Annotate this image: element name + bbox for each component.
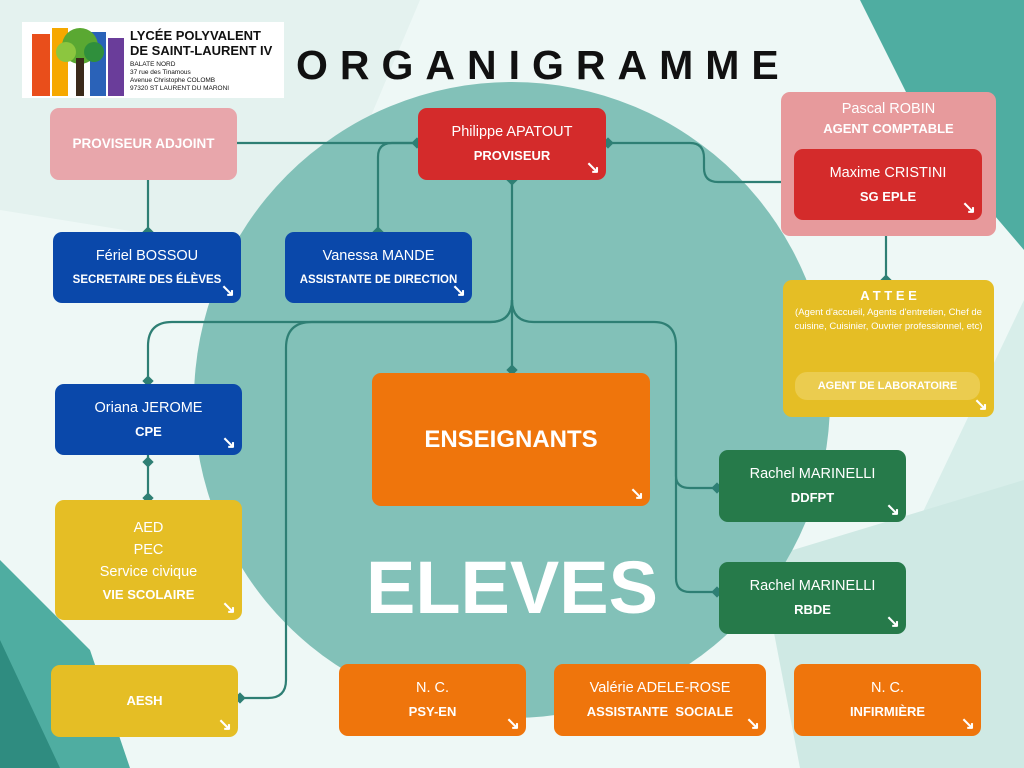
school-address: BALATE NORD 37 rue des Tinamous Avenue C… <box>130 61 229 93</box>
arrow-down-right-icon: ↘ <box>885 612 900 631</box>
node-role: AESH <box>126 693 163 708</box>
tree-logo-icon <box>32 28 124 96</box>
node-name: Oriana JEROME <box>94 399 203 416</box>
node-role: ENSEIGNANTS <box>424 425 598 453</box>
node-role: RBDE <box>794 602 831 617</box>
node-role: PSY-EN <box>408 704 457 719</box>
address-line3: Avenue Christophe COLOMB <box>130 77 216 84</box>
node-role: AGENT COMPTABLE <box>823 121 954 136</box>
arrow-down-right-icon: ↘ <box>217 715 232 734</box>
node-role: PROVISEUR ADJOINT <box>72 136 215 151</box>
node-name: Pascal ROBIN <box>841 101 936 117</box>
arrow-down-right-icon: ↘ <box>451 281 466 300</box>
node-proviseur[interactable]: Philippe APATOUT PROVISEUR ↘ <box>418 108 606 180</box>
arrow-down-right-icon: ↘ <box>629 484 644 503</box>
node-name: N. C. <box>870 680 905 696</box>
node-name: Rachel MARINELLI <box>749 578 876 594</box>
arrow-down-right-icon: ↘ <box>221 598 236 617</box>
school-name: LYCÉE POLYVALENT DE SAINT-LAURENT IV <box>130 28 272 58</box>
pill-label: AGENT DE LABORATOIRE <box>817 380 958 392</box>
node-psy-en[interactable]: N. C. PSY-EN ↘ <box>339 664 526 736</box>
arrow-down-right-icon: ↘ <box>505 714 520 733</box>
node-name: Valérie ADELE-ROSE <box>589 680 731 696</box>
arrow-down-right-icon: ↘ <box>221 433 236 452</box>
node-name: Fériel BOSSOU <box>95 247 199 264</box>
node-name: Maxime CRISTINI <box>829 164 947 181</box>
node-role: CPE <box>135 423 162 439</box>
arrow-down-right-icon: ↘ <box>585 158 600 177</box>
node-sg-eple[interactable]: Maxime CRISTINI SG EPLE ↘ <box>794 149 982 220</box>
agent-laboratoire-pill[interactable]: AGENT DE LABORATOIRE <box>795 372 980 400</box>
node-enseignants[interactable]: ENSEIGNANTS ↘ <box>372 373 650 506</box>
node-name: N. C. <box>415 680 450 696</box>
address-line4: 97320 ST LAURENT DU MARONI <box>130 85 230 92</box>
arrow-down-right-icon: ↘ <box>961 198 976 217</box>
school-logo: LYCÉE POLYVALENT DE SAINT-LAURENT IV BAL… <box>22 22 284 98</box>
node-assistante-direction[interactable]: Vanessa MANDE ASSISTANTE DE DIRECTION ↘ <box>285 232 472 303</box>
node-assistante-sociale[interactable]: Valérie ADELE-ROSE ASSISTANTE SOCIALE ↘ <box>554 664 766 736</box>
address-line2: 37 rue des Tinamous <box>130 69 191 76</box>
node-name: Rachel MARINELLI <box>749 466 876 482</box>
node-line-service-civique: Service civique <box>99 563 198 580</box>
address-line1: BALATE NORD <box>130 61 176 68</box>
node-role: SECRETAIRE DES ÉLÈVES <box>72 273 222 286</box>
node-role: SG EPLE <box>859 188 917 204</box>
eleves-label: ELEVES <box>366 546 658 629</box>
node-cpe[interactable]: Oriana JEROME CPE ↘ <box>55 384 242 455</box>
node-name: Philippe APATOUT <box>451 124 573 140</box>
node-ddfpt[interactable]: Rachel MARINELLI DDFPT ↘ <box>719 450 906 522</box>
arrow-down-right-icon: ↘ <box>885 500 900 519</box>
node-aesh[interactable]: AESH ↘ <box>51 665 238 737</box>
page-title: ORGANIGRAMME <box>296 42 791 88</box>
school-name-line1: LYCÉE POLYVALENT <box>130 28 261 43</box>
node-infirmiere[interactable]: N. C. INFIRMIÈRE ↘ <box>794 664 981 736</box>
arrow-down-right-icon: ↘ <box>220 281 235 300</box>
node-role: PROVISEUR <box>473 148 551 163</box>
node-role: DDFPT <box>790 490 835 505</box>
school-name-line2: DE SAINT-LAURENT IV <box>130 43 273 58</box>
node-proviseur-adjoint[interactable]: PROVISEUR ADJOINT <box>50 108 237 180</box>
arrow-down-right-icon: ↘ <box>973 395 988 414</box>
node-secretaire-eleves[interactable]: Fériel BOSSOU SECRETAIRE DES ÉLÈVES ↘ <box>53 232 241 303</box>
node-line-aed: AED <box>133 519 164 536</box>
node-role: ASSISTANTE SOCIALE <box>586 704 734 719</box>
node-vie-scolaire[interactable]: AED PEC Service civique VIE SCOLAIRE ↘ <box>55 500 242 620</box>
node-role: VIE SCOLAIRE <box>102 586 195 602</box>
arrow-down-right-icon: ↘ <box>745 714 760 733</box>
node-line-pec: PEC <box>133 541 164 558</box>
arrow-down-right-icon: ↘ <box>960 714 975 733</box>
node-role: INFIRMIÈRE <box>849 704 926 719</box>
node-description: (Agent d'accueil, Agents d'entretien, Ch… <box>794 307 983 332</box>
node-attee[interactable]: A T T E E (Agent d'accueil, Agents d'ent… <box>783 280 994 417</box>
node-title: A T T E E <box>860 288 917 303</box>
node-role: ASSISTANTE DE DIRECTION <box>299 273 458 286</box>
node-rbde[interactable]: Rachel MARINELLI RBDE ↘ <box>719 562 906 634</box>
node-name: Vanessa MANDE <box>322 247 435 264</box>
